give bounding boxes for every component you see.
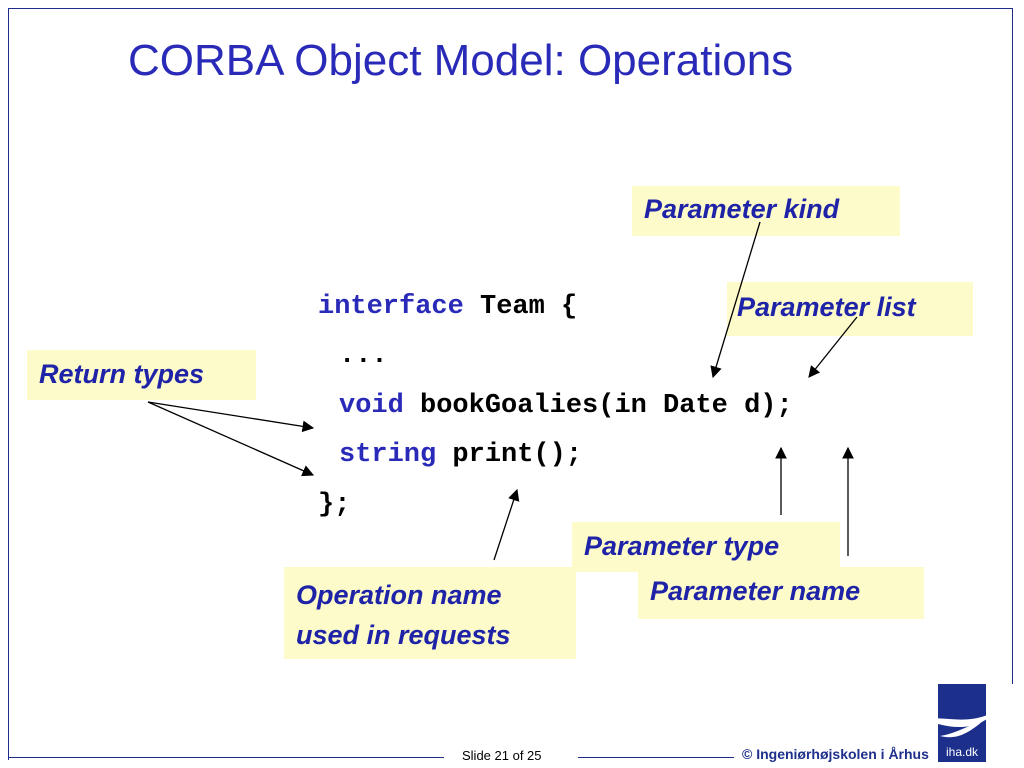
code-text-bookgoalies: bookGoalies(in Date d); <box>403 391 793 421</box>
code-keyword-void: void <box>339 391 404 421</box>
code-line-ellipsis: ... <box>339 341 388 371</box>
code-keyword-interface: interface <box>318 292 464 322</box>
frame-right-border <box>1012 8 1013 684</box>
footer-line-left <box>8 757 444 758</box>
frame-top-border <box>8 8 1012 9</box>
code-line-interface: interface Team { <box>318 292 577 322</box>
footer-line-right <box>578 757 734 758</box>
slide-title: CORBA Object Model: Operations <box>128 36 794 85</box>
arrow-return-type-void <box>147 401 315 433</box>
code-line-close: }; <box>318 490 351 520</box>
frame-left-border <box>8 8 9 760</box>
callout-operation-name: Operation name used in requests <box>284 567 576 659</box>
code-text-team: Team { <box>463 292 578 322</box>
callout-return-types: Return types <box>27 350 256 400</box>
code-keyword-string: string <box>339 440 437 470</box>
logo-text: iha.dk <box>946 745 979 759</box>
arrow-operation-name <box>493 488 520 561</box>
copyright-text: © Ingeniørhøjskolen i Århus <box>742 746 929 762</box>
code-line-print: string print(); <box>339 440 582 470</box>
code-text-print: print(); <box>436 440 583 470</box>
slide-number: Slide 21 of 25 <box>462 748 542 763</box>
callout-parameter-list: Parameter list <box>727 282 973 336</box>
callout-operation-name-line1: Operation name <box>296 580 502 610</box>
code-line-bookgoalies: void bookGoalies(in Date d); <box>339 391 793 421</box>
callout-operation-name-line2: used in requests <box>296 620 511 650</box>
callout-parameter-type: Parameter type <box>572 522 840 572</box>
callout-parameter-name: Parameter name <box>638 567 924 619</box>
callout-parameter-kind: Parameter kind <box>632 186 900 236</box>
iha-logo-icon: iha.dk <box>938 684 986 762</box>
arrow-return-type-string <box>147 401 315 477</box>
